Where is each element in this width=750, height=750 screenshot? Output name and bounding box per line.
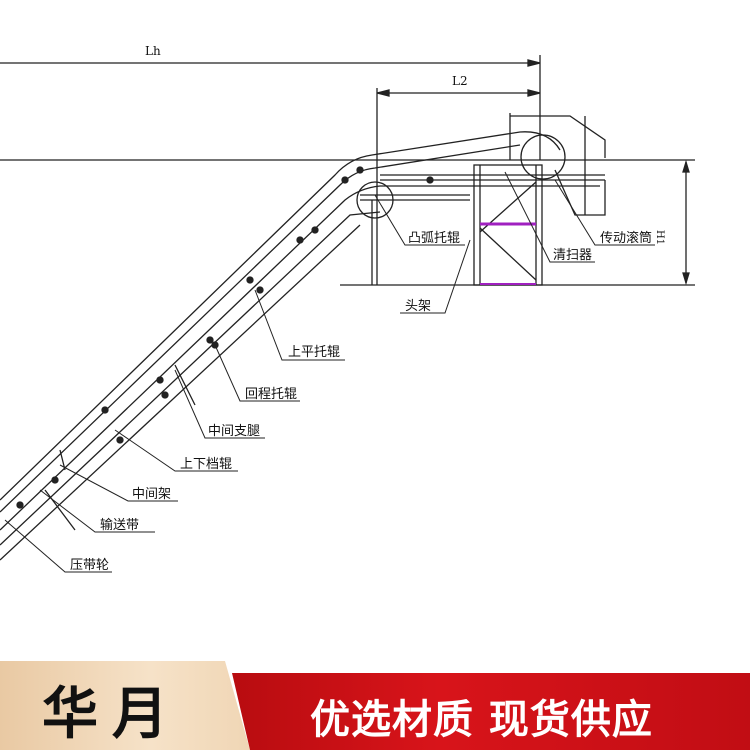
slogan: 优选材质 现货供应	[310, 697, 653, 743]
brand-name: 华月	[42, 682, 182, 747]
label-return-idler: 回程托辊	[245, 387, 298, 402]
brand-panel: 华月	[0, 661, 250, 750]
idler-rollers	[16, 166, 434, 509]
leader-lines	[4, 171, 655, 573]
label-middle-leg: 中间支腿	[208, 424, 261, 439]
drive-pulley	[520, 134, 566, 180]
dimension-l2: L2	[452, 74, 468, 88]
promo-banner: 华月 优选材质 现货供应	[0, 661, 750, 750]
slogan-panel: 优选材质 现货供应	[232, 673, 750, 750]
conveyor-drawing	[0, 55, 695, 573]
label-drive-pulley: 传动滚筒	[600, 231, 653, 246]
label-upper-flat-idler: 上平托辊	[288, 345, 341, 360]
label-belt: 输送带	[100, 518, 140, 533]
head-hood	[509, 113, 606, 160]
label-guide-roller: 上下档辊	[180, 457, 233, 472]
label-cleaner: 清扫器	[553, 248, 593, 263]
dimension-lh: Lh	[145, 44, 161, 58]
dimension-h1: H1	[654, 229, 666, 246]
label-middle-frame: 中间架	[132, 487, 172, 502]
label-press-wheel: 压带轮	[70, 558, 110, 573]
conveyor-belt-return	[0, 185, 600, 531]
convex-idler	[356, 181, 394, 219]
label-head-frame: 头架	[405, 299, 432, 314]
conveyor-belt-upper	[0, 131, 561, 501]
label-convex-idler: 凸弧托辊	[408, 231, 461, 246]
